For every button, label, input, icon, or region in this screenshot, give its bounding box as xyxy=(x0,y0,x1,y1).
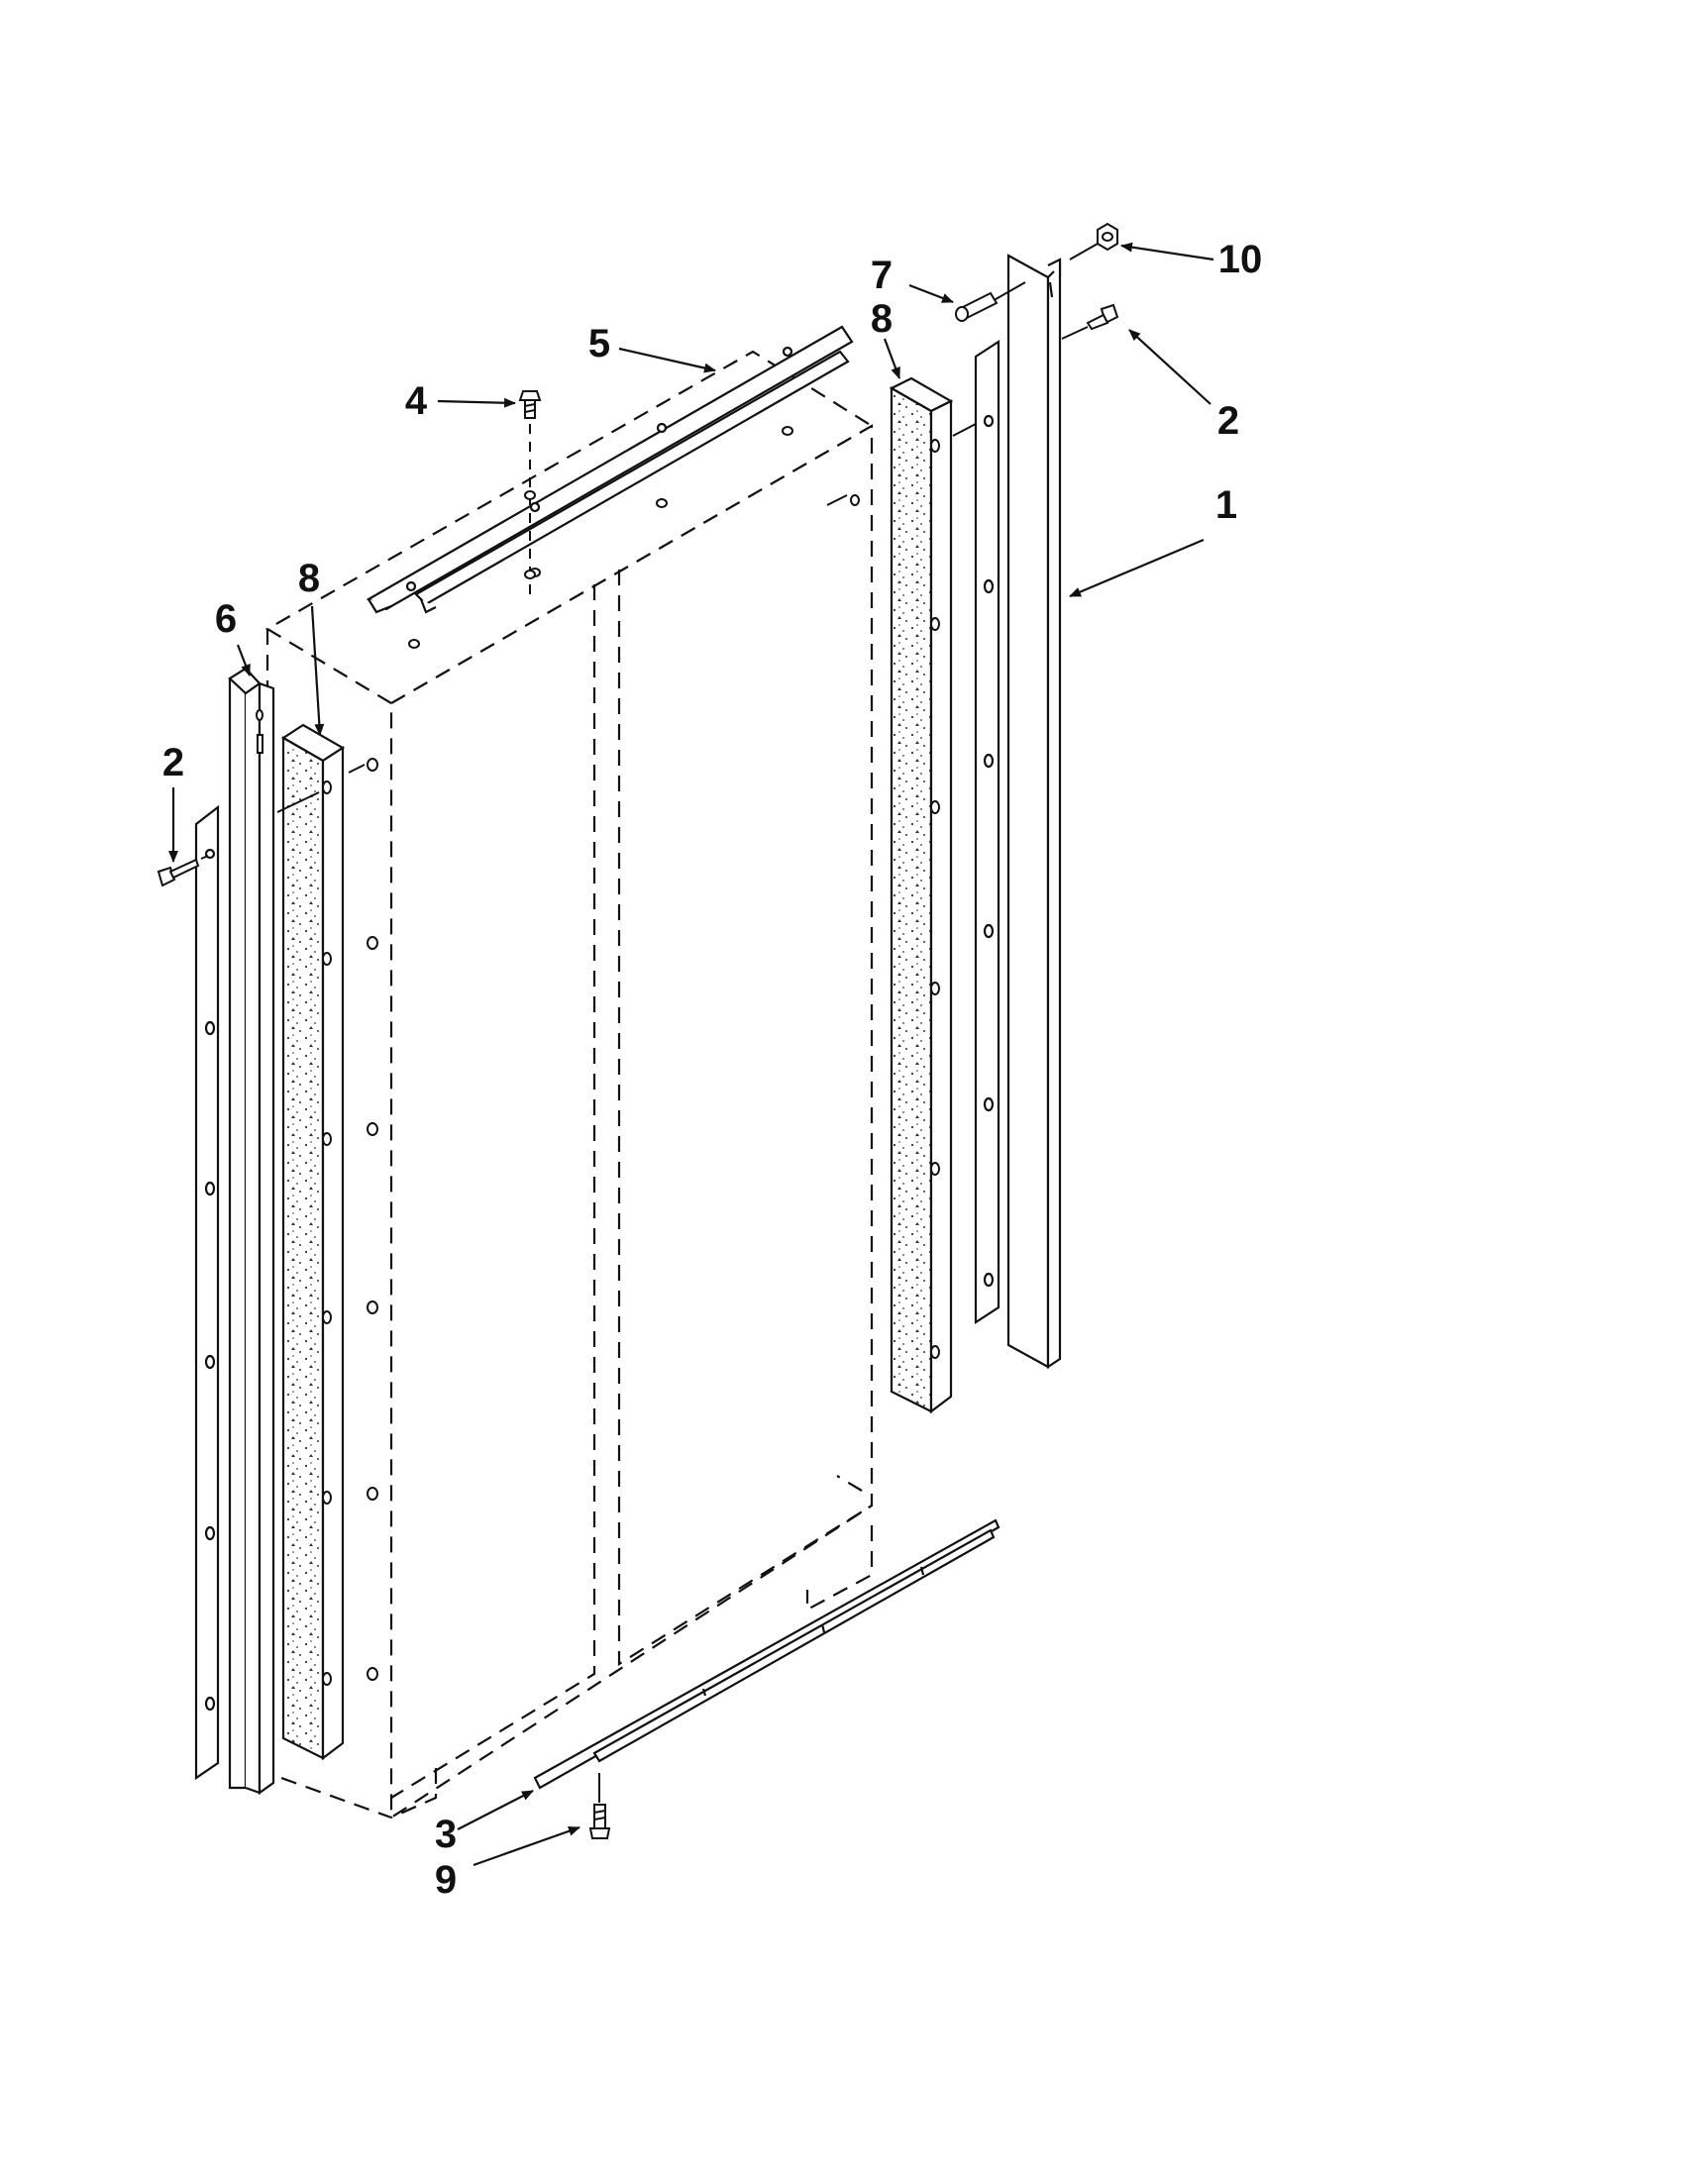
screw-2-right-leader xyxy=(1061,326,1089,340)
left-flat-strip[interactable] xyxy=(194,804,220,1781)
left-channel-holes xyxy=(256,709,263,754)
arrow-9 xyxy=(473,1825,580,1867)
side-channel-part-1[interactable] xyxy=(1006,254,1062,1370)
arrow-3 xyxy=(457,1790,534,1830)
arrow-4 xyxy=(437,397,516,408)
arrow-10 xyxy=(1120,242,1214,261)
callout-1: 1 xyxy=(1214,483,1238,527)
callout-8-left: 8 xyxy=(297,557,321,600)
arrow-2-right xyxy=(1128,329,1211,405)
right-mount-leader xyxy=(826,494,848,506)
cabinet-outline xyxy=(264,350,874,1820)
nut-part-10[interactable] xyxy=(1097,222,1118,252)
hinge-pin-leader xyxy=(990,281,1026,303)
arrow-1 xyxy=(1069,538,1205,598)
right-foam-holes xyxy=(930,439,940,1359)
callout-arrows xyxy=(168,242,1214,1867)
right-flat-strip[interactable] xyxy=(974,339,1000,1325)
arrow-8-left xyxy=(310,605,325,736)
cabinet-left-holes xyxy=(367,758,378,1681)
left-mount-leader xyxy=(276,791,320,813)
top-rail-part-5[interactable] xyxy=(366,325,854,614)
screw-part-4[interactable] xyxy=(518,390,542,419)
callout-5: 5 xyxy=(587,322,611,365)
hinge-pin-part-7[interactable] xyxy=(955,291,999,322)
right-mount-leader-2 xyxy=(952,423,977,437)
screw-part-2-right[interactable] xyxy=(1086,303,1119,331)
left-mount-leader-2 xyxy=(348,764,366,774)
foam-strip-part-8-left[interactable] xyxy=(280,723,346,1761)
foam-strip-part-8-right[interactable] xyxy=(889,376,954,1414)
arrow-6 xyxy=(236,644,252,676)
callout-10: 10 xyxy=(1217,238,1263,281)
callout-3: 3 xyxy=(434,1813,458,1856)
callout-2-right: 2 xyxy=(1216,399,1240,443)
callout-6: 6 xyxy=(214,597,238,641)
bottom-rail-part-3[interactable] xyxy=(533,1518,1000,1790)
arrow-7 xyxy=(908,283,954,304)
arrow-8-right xyxy=(883,338,901,379)
screw-part-9[interactable] xyxy=(588,1804,611,1839)
callout-2-left: 2 xyxy=(161,741,185,784)
screw-part-2-left[interactable] xyxy=(157,858,200,887)
side-channel-part-6[interactable] xyxy=(228,667,275,1796)
arrow-5 xyxy=(618,347,716,373)
callout-8-right: 8 xyxy=(870,297,894,341)
screw-2-left-leader xyxy=(200,855,209,860)
left-foam-holes xyxy=(322,780,332,1686)
screw-10-leader xyxy=(1069,243,1099,260)
callout-9: 9 xyxy=(434,1858,458,1902)
top-screw-holes xyxy=(524,490,536,579)
callout-7: 7 xyxy=(870,254,894,297)
callout-4: 4 xyxy=(404,379,428,423)
